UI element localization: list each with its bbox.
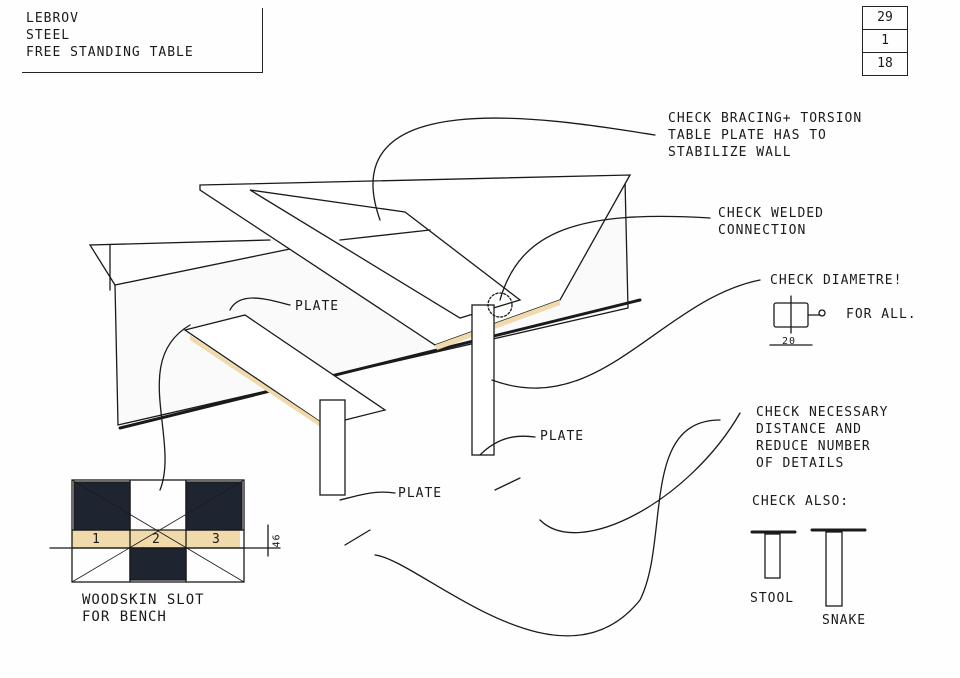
note-distance: Check necessary distance and reduce numb… [756, 405, 889, 471]
date-month: 1 [863, 30, 907, 53]
title-line-3: Free standing table [26, 45, 194, 60]
stool-snake-drawing [750, 528, 867, 607]
table-top [199, 174, 632, 350]
title-line-1: Lebrov [26, 11, 79, 26]
label-snake: Snake [822, 613, 867, 628]
bench [183, 314, 387, 496]
note-bracing: Check bracing+ torsion table plate has t… [668, 111, 863, 160]
diametre-detail-drawing [769, 295, 826, 346]
dimension-20: 20 [782, 336, 797, 347]
table-leg [471, 292, 513, 456]
slot-number-1: 1 [92, 532, 101, 547]
label-plate-bench: Plate [295, 299, 340, 314]
label-plate-leg: Plate [540, 429, 585, 444]
title-line-2: Steel [26, 28, 71, 43]
label-stool: Stool [750, 591, 795, 606]
note-check-also: Check also: [752, 494, 850, 509]
plan-detail-drawing [49, 479, 281, 583]
note-diametre: Check diametre! [770, 273, 903, 288]
plan-caption: Woodskin slot for bench [82, 592, 205, 625]
slot-number-2: 2 [152, 532, 161, 547]
date-year: 18 [877, 56, 893, 71]
label-plate-base: Plate [398, 486, 443, 501]
slot-number-3: 3 [212, 532, 221, 547]
leader-lines [158, 117, 761, 637]
date-block: 29 1 18 [862, 6, 908, 76]
title-block: Lebrov Steel Free standing table [22, 8, 263, 73]
dimension-46: 46 [271, 533, 283, 548]
date-day: 29 [863, 7, 907, 30]
note-welded: Check welded connection [718, 206, 824, 238]
note-for-all: For all. [846, 307, 917, 322]
